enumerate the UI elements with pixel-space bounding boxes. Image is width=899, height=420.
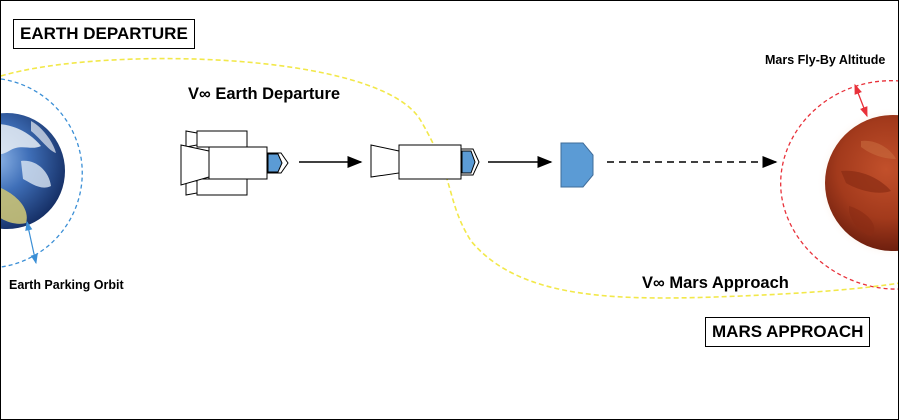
earth-parking-orbit-label: Earth Parking Orbit [9, 278, 124, 292]
earth-departure-label: EARTH DEPARTURE [13, 19, 195, 49]
capsule-shape [560, 142, 594, 188]
v-inf-mars-approach-label: V∞ Mars Approach [642, 274, 789, 292]
v-inf-earth-departure-label: V∞ Earth Departure [188, 85, 341, 103]
mars-flyby-altitude-arrow [854, 83, 868, 118]
earth-parking-orbit [1, 78, 83, 268]
mars-flyby-altitude-label: Mars Fly-By Altitude [765, 53, 886, 67]
transfer-trajectory [1, 57, 898, 299]
spacecraft-full-stack [180, 130, 289, 196]
earth-planet [1, 113, 65, 229]
mars-planet [817, 107, 898, 259]
mars-flyby-orbit [780, 80, 898, 290]
spacecraft-stage-two [370, 144, 480, 180]
mars-approach-label: MARS APPROACH [705, 317, 871, 347]
earth-orbit-altitude-arrow [25, 220, 38, 265]
